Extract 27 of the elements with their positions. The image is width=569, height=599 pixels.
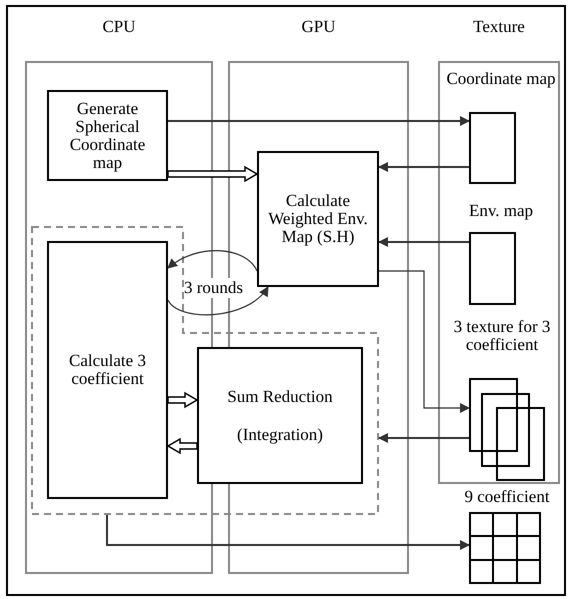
box-label: Calculate 3 coefficient: [68, 352, 147, 388]
column-heading: CPU: [101, 16, 137, 38]
arrow: [379, 270, 470, 413]
process-box: [47, 90, 168, 181]
map-caption: Coordinate map: [446, 70, 556, 88]
process-box: [197, 347, 363, 484]
arrow: [167, 250, 258, 272]
column-heading: GPU: [300, 16, 336, 38]
arrow: [378, 433, 469, 443]
arrow: [378, 162, 469, 172]
box-label: Generate Spherical Coordinate map: [68, 100, 146, 172]
map-caption: 9 coefficient: [464, 488, 550, 506]
hollow-arrow: [167, 166, 258, 182]
map-caption: 3 texture for 3 coefficient: [452, 318, 552, 354]
arrow: [106, 515, 470, 550]
box-label: Sum Reduction: [227, 388, 333, 406]
loop-label: 3 rounds: [184, 278, 244, 298]
box-label: Calculate Weighted Env. Map (S.H): [267, 192, 369, 246]
box-label: (Integration): [237, 426, 323, 444]
map-caption: Env. map: [468, 202, 534, 220]
column-heading: Texture: [472, 16, 526, 38]
process-box: [257, 151, 379, 287]
arrow: [378, 237, 469, 247]
hollow-arrow: [166, 438, 198, 454]
arrow: [168, 116, 470, 126]
process-box: [47, 241, 168, 499]
hollow-arrow: [167, 392, 198, 408]
